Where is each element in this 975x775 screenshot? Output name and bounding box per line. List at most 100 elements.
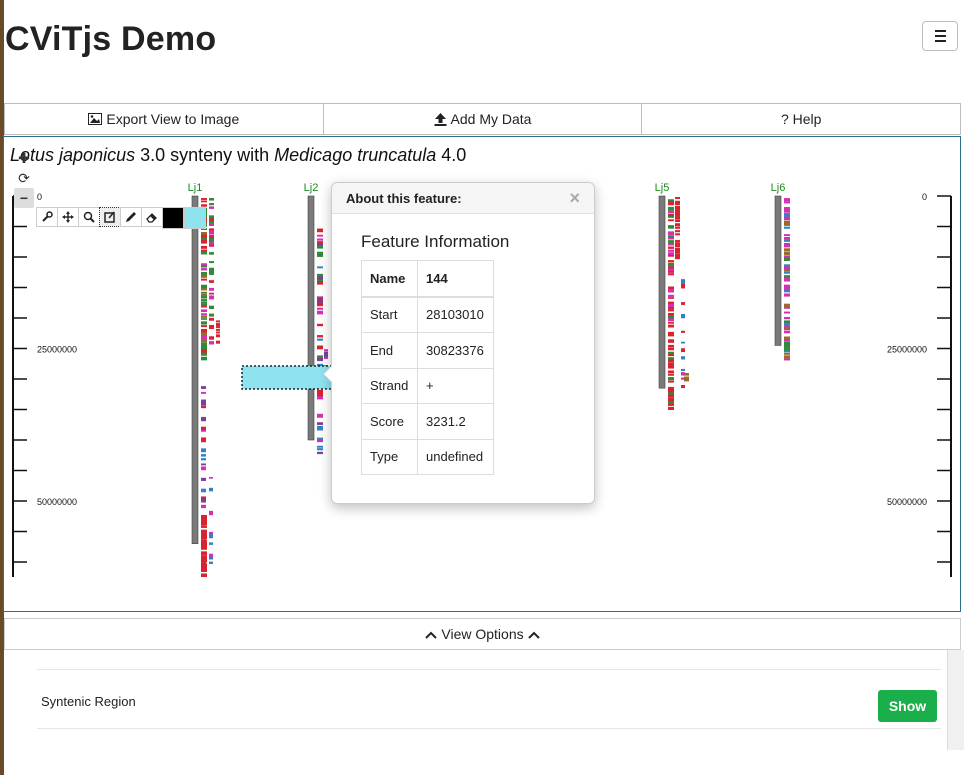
feature-mark[interactable] xyxy=(317,389,323,395)
feature-mark[interactable] xyxy=(201,263,207,267)
feature-mark[interactable] xyxy=(668,397,674,403)
feature-mark[interactable] xyxy=(675,247,680,252)
feature-mark[interactable] xyxy=(784,236,790,240)
feature-mark[interactable] xyxy=(784,255,790,258)
feature-mark[interactable] xyxy=(784,257,790,261)
feature-mark[interactable] xyxy=(668,366,674,369)
feature-mark[interactable] xyxy=(324,351,328,356)
feature-mark[interactable] xyxy=(201,328,207,334)
feature-mark[interactable] xyxy=(201,535,207,539)
feature-mark[interactable] xyxy=(675,233,680,236)
feature-mark[interactable] xyxy=(784,307,790,309)
feature-mark[interactable] xyxy=(784,341,790,346)
feature-mark[interactable] xyxy=(784,212,790,218)
feature-mark[interactable] xyxy=(317,451,323,455)
feature-mark[interactable] xyxy=(317,335,323,338)
feature-mark[interactable] xyxy=(317,303,323,307)
feature-mark[interactable] xyxy=(317,392,323,398)
wrench-icon[interactable] xyxy=(36,207,58,227)
feature-mark[interactable] xyxy=(668,237,674,240)
feature-mark[interactable] xyxy=(675,220,680,223)
feature-mark[interactable] xyxy=(784,311,790,314)
feature-mark[interactable] xyxy=(201,278,207,281)
feature-mark[interactable] xyxy=(201,349,207,354)
feature-mark[interactable] xyxy=(668,309,674,312)
feature-mark[interactable] xyxy=(201,532,207,537)
feature-mark[interactable] xyxy=(784,320,790,324)
feature-mark[interactable] xyxy=(317,440,323,443)
feature-mark[interactable] xyxy=(668,359,674,363)
feature-mark[interactable] xyxy=(668,262,674,267)
feature-mark[interactable] xyxy=(681,348,685,353)
feature-mark[interactable] xyxy=(201,386,206,389)
feature-mark[interactable] xyxy=(209,261,214,264)
chromosome-bar[interactable] xyxy=(307,195,315,441)
feature-mark[interactable] xyxy=(784,223,790,226)
feature-mark[interactable] xyxy=(668,390,674,394)
feature-mark[interactable] xyxy=(201,299,207,302)
feature-mark[interactable] xyxy=(784,350,790,353)
zoom-out-icon[interactable]: − xyxy=(14,188,34,208)
feature-mark[interactable] xyxy=(317,357,323,362)
help-button[interactable]: ? Help xyxy=(641,103,962,135)
feature-mark[interactable] xyxy=(216,328,220,331)
feature-mark[interactable] xyxy=(668,331,674,337)
feature-mark[interactable] xyxy=(209,341,214,345)
feature-mark[interactable] xyxy=(668,288,674,293)
feature-mark[interactable] xyxy=(201,429,206,432)
feature-mark[interactable] xyxy=(201,335,207,340)
feature-mark[interactable] xyxy=(668,392,674,396)
feature-mark[interactable] xyxy=(668,240,674,245)
feature-mark[interactable] xyxy=(784,339,790,342)
feature-mark[interactable] xyxy=(201,321,207,325)
feature-mark[interactable] xyxy=(668,304,674,308)
feature-mark[interactable] xyxy=(201,288,207,291)
feature-mark[interactable] xyxy=(201,234,207,239)
feature-mark[interactable] xyxy=(201,544,207,548)
feature-mark[interactable] xyxy=(201,228,207,230)
feature-mark[interactable] xyxy=(675,253,680,256)
feature-mark[interactable] xyxy=(668,273,674,276)
feature-mark[interactable] xyxy=(324,349,328,352)
feature-mark[interactable] xyxy=(201,517,207,522)
feature-mark[interactable] xyxy=(209,487,213,492)
feature-mark[interactable] xyxy=(201,477,206,481)
feature-mark[interactable] xyxy=(209,238,214,243)
feature-mark[interactable] xyxy=(216,340,220,344)
feature-mark[interactable] xyxy=(317,281,323,285)
feature-mark[interactable] xyxy=(201,271,207,276)
feature-mark[interactable] xyxy=(209,510,213,516)
feature-mark[interactable] xyxy=(784,198,790,202)
feature-mark[interactable] xyxy=(201,305,207,308)
zoom-in-icon[interactable]: ✚ xyxy=(18,149,30,166)
pencil-icon[interactable] xyxy=(120,207,142,227)
feature-mark[interactable] xyxy=(668,318,674,322)
feature-mark[interactable] xyxy=(668,215,674,218)
feature-mark[interactable] xyxy=(201,448,206,453)
feature-mark[interactable] xyxy=(209,228,214,232)
feature-mark[interactable] xyxy=(201,573,207,578)
feature-mark[interactable] xyxy=(675,197,680,200)
feature-mark[interactable] xyxy=(209,295,214,300)
feature-mark[interactable] xyxy=(209,198,214,201)
feature-mark[interactable] xyxy=(216,320,220,323)
feature-mark[interactable] xyxy=(668,370,674,374)
feature-mark[interactable] xyxy=(317,300,323,305)
feature-mark[interactable] xyxy=(317,251,323,256)
feature-mark[interactable] xyxy=(675,230,680,233)
feature-mark[interactable] xyxy=(201,342,207,348)
feature-mark[interactable] xyxy=(681,377,685,380)
feature-mark[interactable] xyxy=(201,520,207,525)
feature-mark[interactable] xyxy=(201,504,206,509)
feature-mark[interactable] xyxy=(201,439,206,443)
feature-mark[interactable] xyxy=(668,401,674,406)
feature-mark[interactable] xyxy=(668,354,674,357)
feature-mark[interactable] xyxy=(209,223,214,227)
feature-mark[interactable] xyxy=(317,437,323,442)
feature-mark[interactable] xyxy=(317,413,323,418)
feature-mark[interactable] xyxy=(201,325,207,328)
feature-mark[interactable] xyxy=(681,341,685,344)
feature-mark[interactable] xyxy=(201,356,207,361)
feature-mark[interactable] xyxy=(668,210,674,214)
export-view-button[interactable]: Export View to Image xyxy=(4,103,324,135)
